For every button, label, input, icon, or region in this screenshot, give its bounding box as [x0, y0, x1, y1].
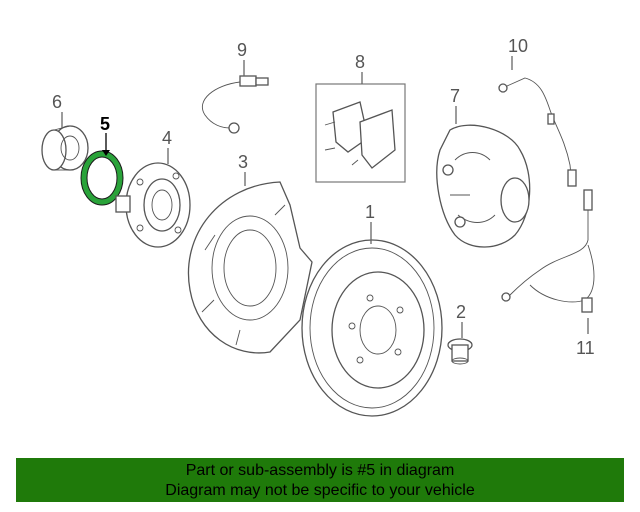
part-3-backing-plate[interactable]: [187, 181, 313, 354]
callout-11[interactable]: 11: [576, 338, 595, 358]
part-6-wheel-bearing[interactable]: [41, 125, 89, 171]
callout-1[interactable]: 1: [365, 202, 375, 222]
part-4-wheel-hub[interactable]: [115, 162, 191, 248]
callout-8[interactable]: 8: [355, 52, 365, 72]
banner-line-part: Part or sub-assembly is #5 in diagram: [185, 462, 455, 479]
callout-7[interactable]: 7: [450, 86, 460, 106]
part-2-bolt[interactable]: [447, 338, 473, 365]
part-11-abs-sensor[interactable]: [501, 189, 595, 313]
callout-4[interactable]: 4: [162, 128, 172, 148]
part-5-ring[interactable]: [80, 150, 124, 206]
leader-5-arrowhead: [102, 150, 110, 156]
part-8-brake-pads[interactable]: [315, 83, 406, 183]
part-9-wear-sensor[interactable]: [202, 75, 269, 134]
part-10-sensor-line[interactable]: [498, 77, 577, 187]
callout-2[interactable]: 2: [456, 302, 466, 322]
part-1-brake-rotor[interactable]: [301, 239, 443, 417]
callout-9[interactable]: 9: [237, 40, 247, 60]
callout-10[interactable]: 10: [508, 36, 528, 56]
info-banner: Part or sub-assembly is #5 in diagram Di…: [16, 458, 624, 502]
callout-3[interactable]: 3: [238, 152, 248, 172]
callout-5[interactable]: 5: [100, 114, 110, 134]
parts-diagram: 6 5 4 3 9 8: [41, 36, 595, 417]
callout-6[interactable]: 6: [52, 92, 62, 112]
part-7-caliper[interactable]: [436, 124, 531, 248]
banner-line-disclaimer: Diagram may not be specific to your vehi…: [165, 482, 475, 499]
